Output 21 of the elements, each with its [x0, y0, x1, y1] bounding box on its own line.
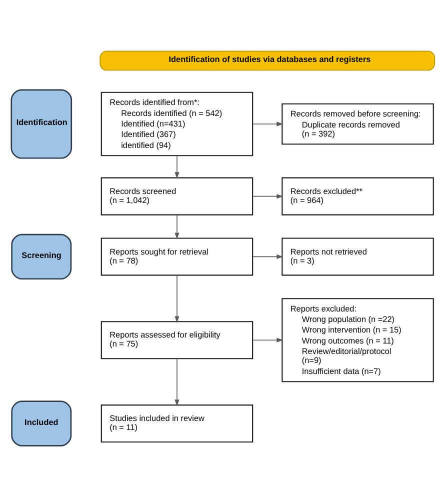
node-box: Records excluded** (n = 964) [282, 177, 434, 216]
arrow [252, 122, 284, 126]
arrow [252, 194, 284, 199]
node-box: Studies included in review (n = 11) [100, 404, 254, 443]
arrow [174, 155, 180, 179]
arrow [174, 358, 180, 406]
node-box: Identification [10, 89, 72, 159]
node-box: Included [11, 400, 72, 446]
arrow [252, 254, 284, 260]
arrow [174, 214, 180, 240]
node-box: Reports assessed for eligibility (n = 75) [100, 321, 254, 360]
arrow [174, 274, 180, 323]
arrow [252, 338, 284, 342]
node-box: Records identified from*: Records identified (n = 542) Identified (n=431) Identified (367) identified (94) [100, 92, 254, 156]
node-box: Records removed before screening: Duplicate records removed (n = 392) [282, 103, 434, 145]
node-box: Reports not retrieved (n = 3) [282, 238, 434, 276]
node-box: Reports excluded: Wrong population (n =22) Wrong intervention (n = 15) Wrong outcomes (n = 11) Review/editorial/protocol (n=9) Insufficient data (n=7) [282, 298, 434, 382]
node-box: Records screened (n = 1,042) [100, 177, 254, 216]
node-box: Identification of studies via databases and registers [100, 50, 436, 71]
node-box: Screening [11, 234, 72, 280]
node-box: Reports sought for retrieval (n = 78) [100, 238, 254, 276]
